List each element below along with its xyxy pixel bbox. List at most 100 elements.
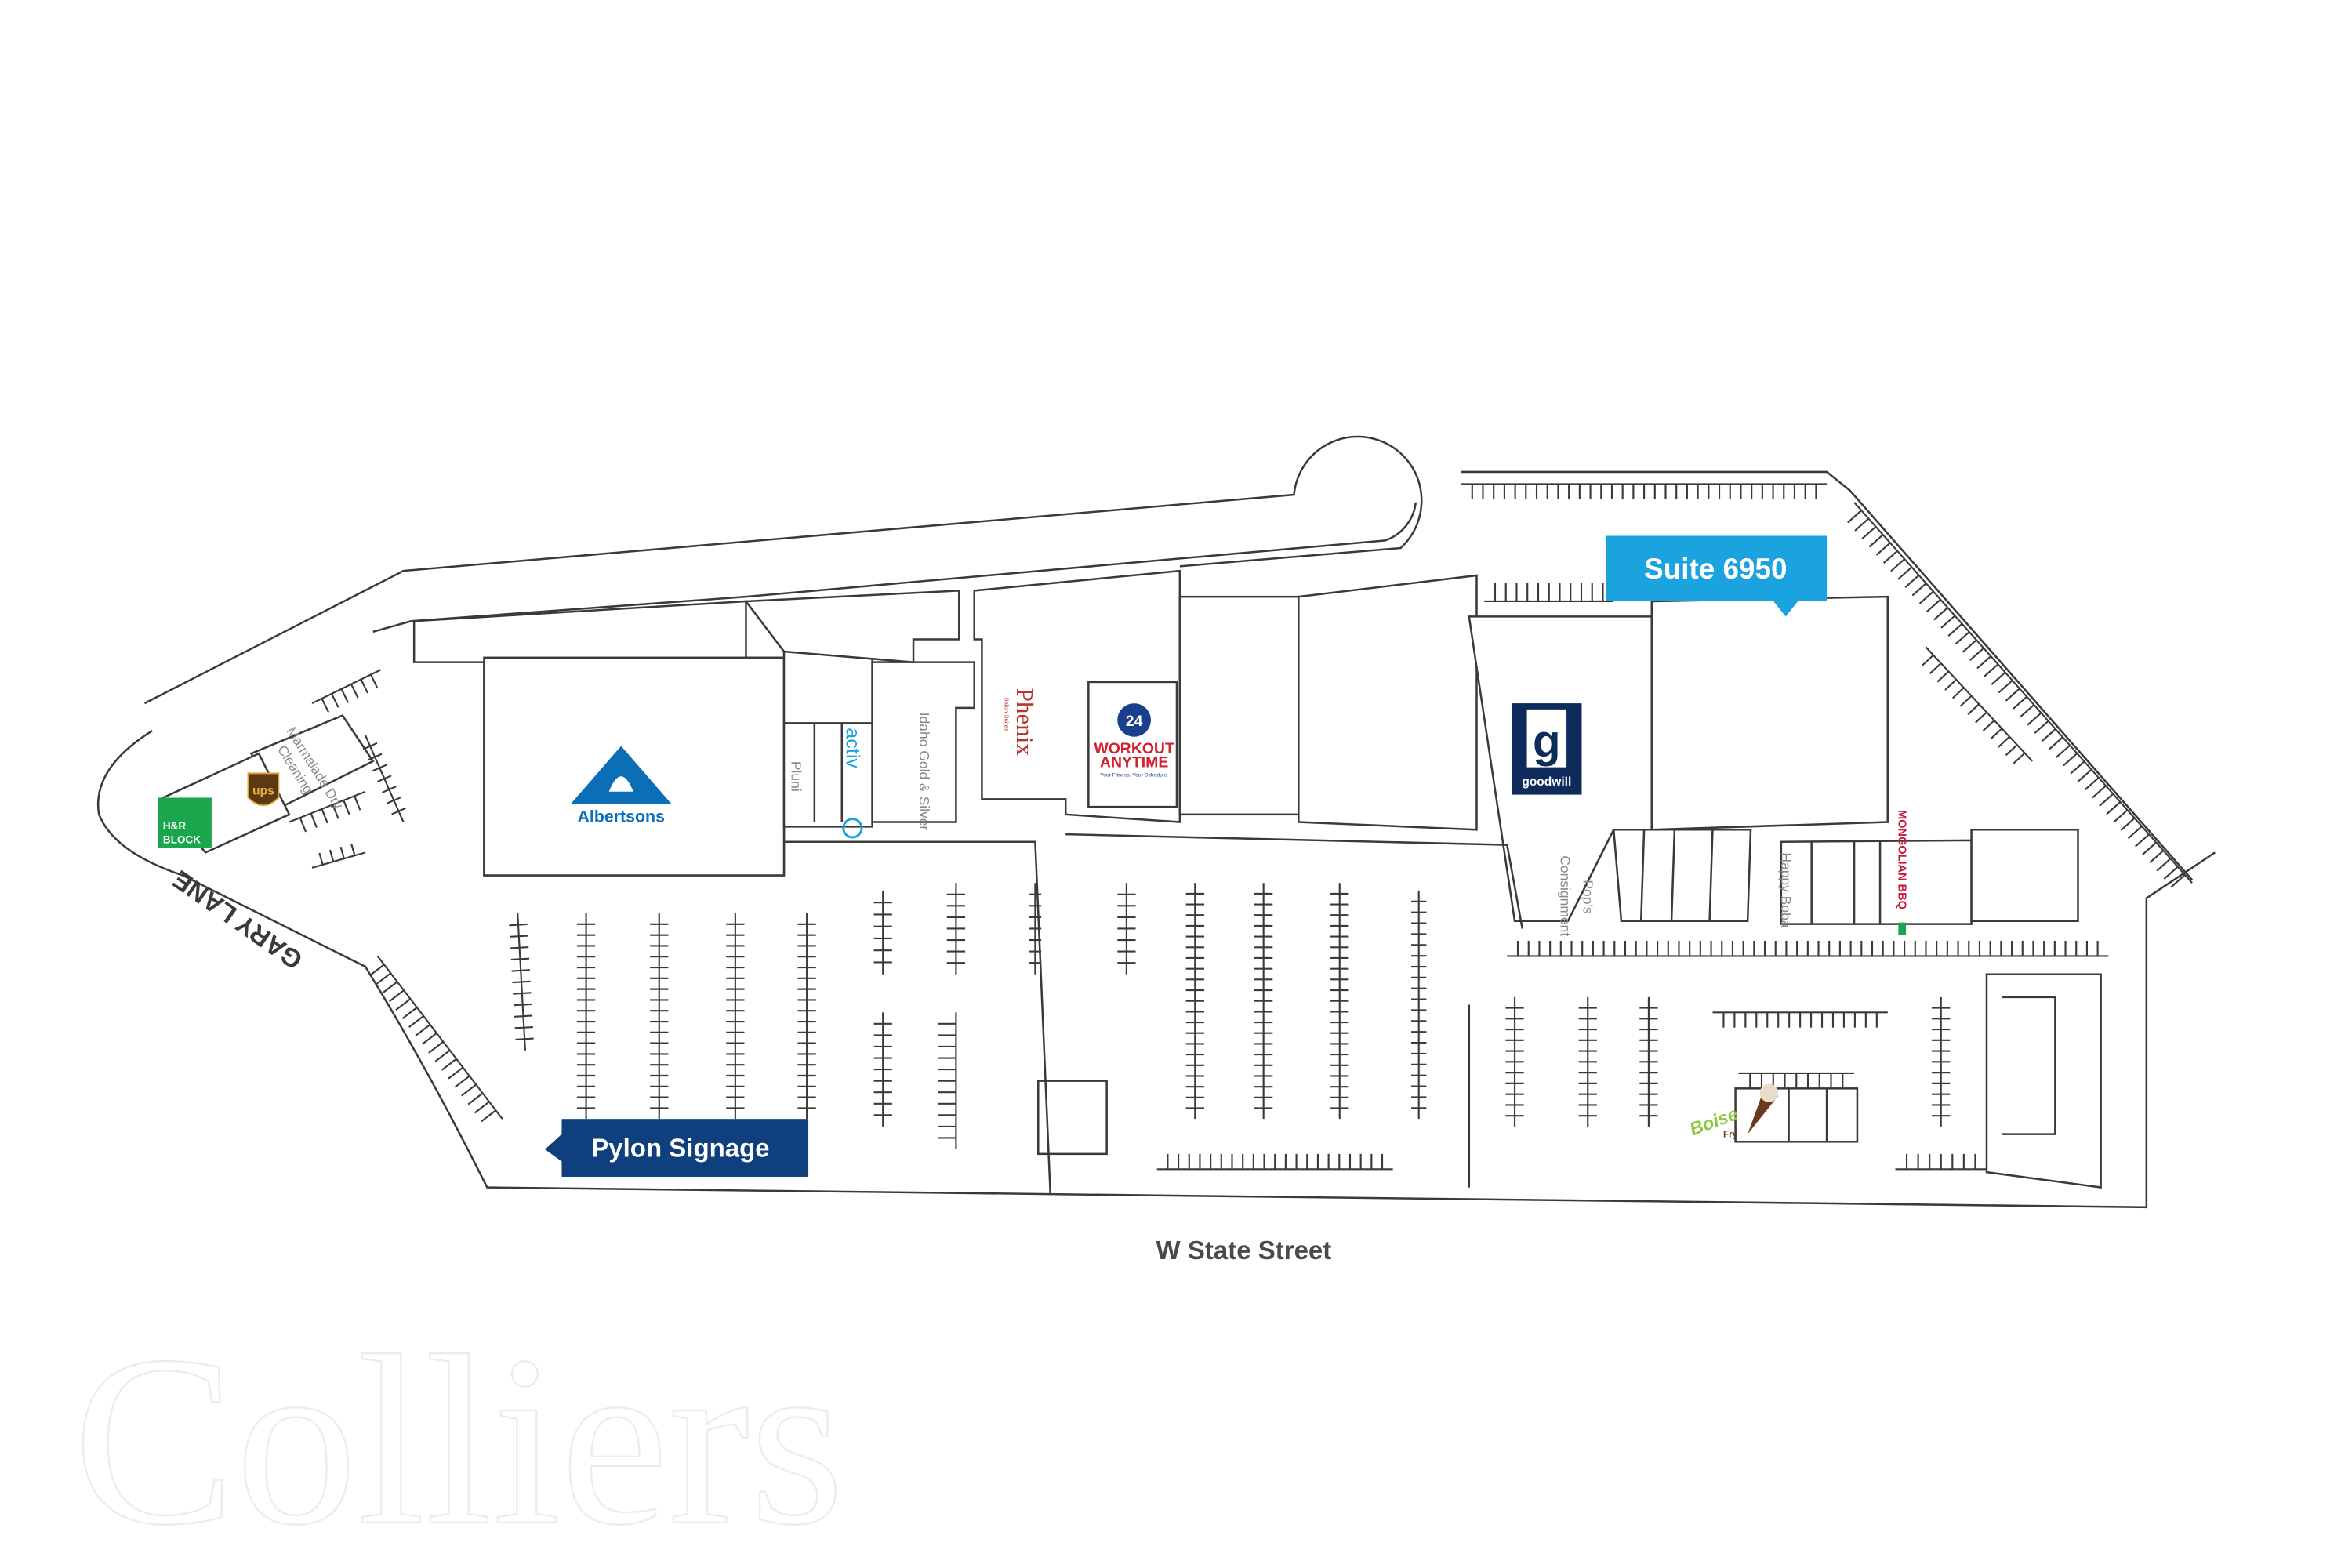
parking-stall-line [354, 795, 361, 811]
parking-row [1505, 996, 1524, 1127]
parking-stall-line [395, 998, 412, 1011]
parking-stall-line [1967, 703, 1980, 716]
parking-stall-line [408, 1015, 424, 1028]
parking-stall-line [1882, 550, 1898, 564]
parking-stall-line [1890, 558, 1905, 572]
parking-stall-line [415, 1024, 431, 1036]
parking-stall-line [2163, 866, 2179, 880]
svg-text:Suite 6950: Suite 6950 [1644, 553, 1787, 585]
parking-row [362, 735, 406, 822]
parking-stall-line [360, 679, 368, 694]
parking-stall-line [350, 844, 356, 856]
parking-row [1847, 502, 2193, 888]
parking-stall-line [1998, 680, 2013, 694]
parking-row [938, 1012, 957, 1150]
parking-row [1895, 1153, 1987, 1171]
parking-stall-line [1998, 735, 2010, 748]
parking-stall-line [350, 684, 359, 699]
mongolian-bbq-logo: MONGOLIAN BBQ [1895, 810, 1907, 909]
parking-row [1922, 646, 2034, 764]
ups-logo: ups [247, 772, 280, 807]
parking-stall-line [1962, 639, 1977, 653]
parking-stall-line [2013, 695, 2027, 710]
pylon-signage-callout[interactable]: Pylon Signage [545, 1119, 809, 1177]
suite-6950-callout[interactable]: Suite 6950 [1606, 535, 1828, 617]
svg-text:Pylon Signage: Pylon Signage [591, 1134, 769, 1163]
parking-row [1932, 996, 1951, 1127]
parking-stall-line [1959, 695, 1973, 707]
gary-lane-label: GARY LANE [167, 865, 307, 975]
parking-stalls [289, 483, 2193, 1171]
parking-stall-line [1944, 679, 1957, 691]
parking-stall-line [382, 786, 397, 793]
parking-stall-line [1990, 728, 2003, 740]
parking-row [509, 913, 534, 1051]
parking-stall-line [321, 808, 328, 824]
parking-stall-line [2156, 858, 2172, 872]
parking-stall-line [1922, 654, 1934, 666]
parking-row [726, 913, 745, 1120]
parking-stall-line [372, 764, 387, 772]
parking-stall-line [434, 1049, 451, 1062]
parking-row [873, 890, 892, 975]
parking-stall-line [511, 969, 530, 972]
parking-stall-line [510, 935, 528, 938]
parking-stall-line [2063, 753, 2078, 767]
parking-stall-line [328, 849, 335, 862]
parking-stall-line [1911, 583, 1927, 597]
parking-row [576, 913, 596, 1120]
parking-stall-line [340, 688, 349, 703]
happy-boba-label: Happy Boba [1778, 852, 1794, 927]
parking-row [1156, 1153, 1393, 1171]
parking-row [1484, 583, 1614, 603]
parking-stall-line [321, 698, 330, 713]
parking-stall-line [2170, 874, 2186, 888]
svg-text:ups: ups [252, 785, 274, 798]
svg-text:H&R: H&R [163, 820, 187, 832]
parking-row [368, 955, 503, 1123]
parking-row [797, 913, 816, 1120]
parking-row [1254, 883, 1273, 1120]
parking-stall-line [1929, 662, 1942, 675]
parking-stall-line [481, 1109, 497, 1123]
parking-stall-line [428, 1040, 445, 1054]
parking-stall-line [2134, 833, 2150, 848]
parking-stall-line [2005, 688, 2020, 702]
parking-stall-line [461, 1083, 477, 1097]
parking-stall-line [454, 1075, 470, 1088]
parking-stall-line [1976, 655, 1992, 670]
parking-stall-line [368, 964, 385, 977]
parking-stall-line [343, 800, 350, 815]
parking-stall-line [1897, 566, 1913, 580]
parking-row [946, 883, 966, 975]
phenix-logo: Phenix [1011, 688, 1039, 757]
parking-stall-line [376, 972, 391, 985]
parking-stall-line [1918, 590, 1934, 604]
parking-row [1117, 883, 1136, 975]
parking-stall-line [1861, 525, 1877, 540]
parking-stall-line [2106, 801, 2122, 815]
activ-icon [842, 818, 863, 839]
phenix-subtitle: Salon Suites [1004, 697, 1011, 731]
parking-row [1639, 996, 1658, 1127]
parking-stall-line [2077, 768, 2092, 782]
parking-stall-line [1847, 510, 1862, 524]
parking-stall-line [509, 923, 528, 927]
parking-stall-line [441, 1058, 457, 1071]
parking-stall-line [2127, 826, 2143, 840]
colliers-watermark: Colliers [73, 1306, 844, 1568]
parking-stall-line [331, 693, 339, 708]
parking-row [1578, 996, 1597, 1127]
parking-stall-line [2091, 785, 2107, 799]
parking-stall-line [376, 775, 392, 783]
parking-stall-line [474, 1101, 490, 1114]
parking-stall-line [2120, 817, 2136, 831]
parking-row [289, 790, 366, 833]
parking-stall-line [2099, 793, 2114, 807]
parking-stall-line [1947, 622, 1963, 637]
albertsons-logo: Albertsons [571, 746, 672, 826]
parking-stall-line [382, 981, 398, 994]
parking-row [1507, 941, 2109, 957]
parking-stall-line [2142, 841, 2157, 855]
